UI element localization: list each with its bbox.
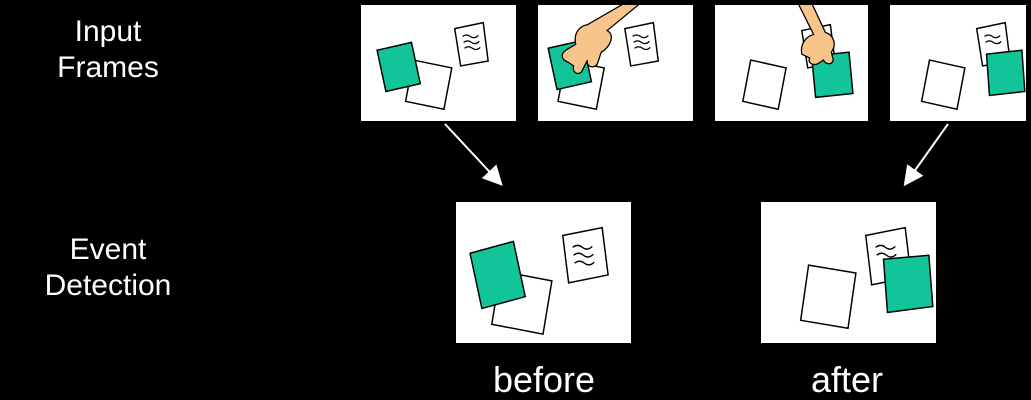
- before-frame: [455, 201, 632, 344]
- after-caption: after: [757, 360, 937, 400]
- arrow-to-after: [906, 124, 948, 183]
- after-frame: [760, 201, 937, 344]
- before-caption: before: [454, 360, 634, 400]
- arrow-to-before: [445, 124, 500, 183]
